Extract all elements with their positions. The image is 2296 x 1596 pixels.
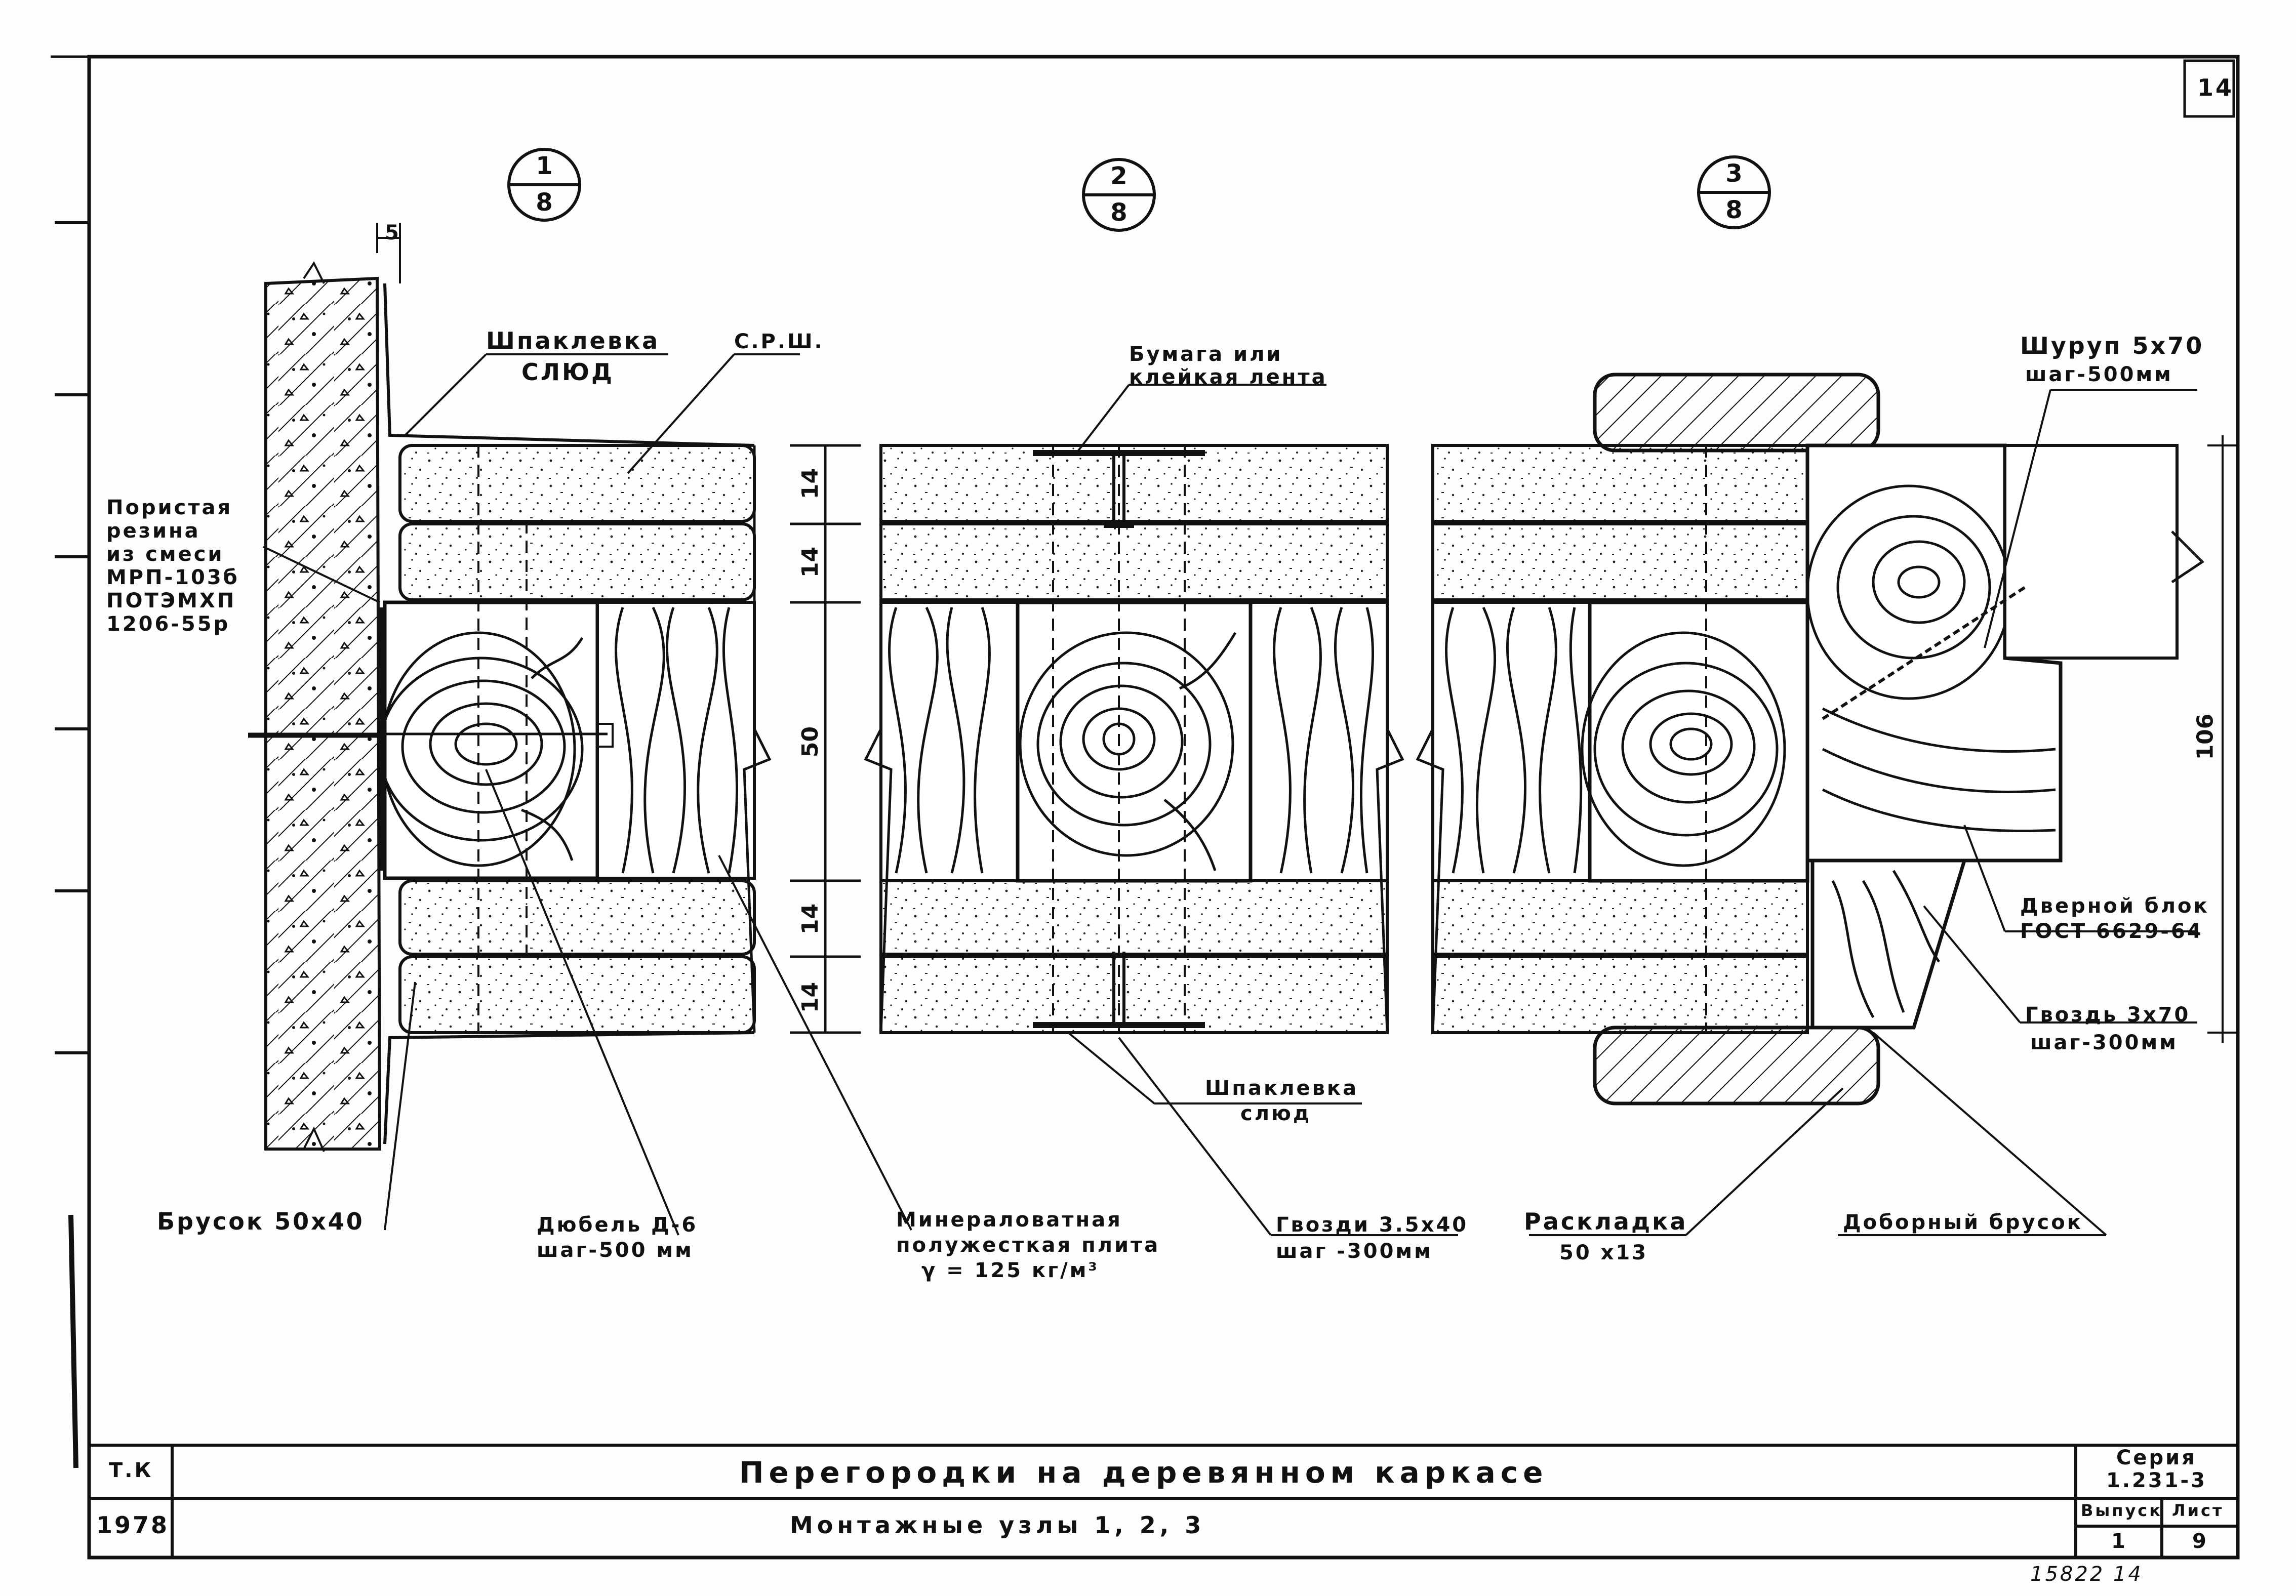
margin-ticks	[55, 221, 89, 1468]
rubber-line-6: 1206-55р	[106, 612, 230, 636]
label-nail: Гвоздь 3х70	[2025, 1003, 2191, 1027]
title-sub: Монтажные узлы 1, 2, 3	[790, 1511, 1205, 1539]
label-screw-step: шаг-500мм	[2025, 363, 2173, 386]
dimension-chain	[790, 444, 861, 1034]
title-main: Перегородки на деревянном каркасе	[739, 1455, 1548, 1490]
label-rubber: Пористая резина из смеси МРП-103б ПОТЭМХ…	[106, 496, 239, 636]
sheet-number: 14	[2197, 74, 2234, 101]
sheet-value: 9	[2192, 1530, 2208, 1553]
label-layout-size: 50 х13	[1559, 1241, 1648, 1264]
section-3-bottom: 8	[1725, 196, 1743, 224]
series-value: 1.231-3	[2106, 1469, 2207, 1492]
section-1-bottom: 8	[536, 188, 553, 217]
title-tk: Т.К	[109, 1459, 153, 1482]
title-block	[89, 1444, 2238, 1558]
section-2-bottom: 8	[1110, 198, 1127, 227]
label-putty-2: Шпаклевка	[1205, 1077, 1359, 1100]
sheet-frame	[51, 55, 2240, 1560]
section-circles	[507, 148, 1771, 232]
dim-layer-3: 50	[797, 726, 824, 758]
label-wool-density: γ = 125 кг/м³	[921, 1259, 1099, 1282]
label-screw: Шуруп 5х70	[2020, 332, 2204, 359]
rubber-line-5: ПОТЭМХП	[106, 589, 236, 612]
label-paper-b: клейкая лента	[1129, 365, 1327, 389]
node-3	[1416, 373, 2238, 1236]
rubber-line-1: Пористая	[106, 496, 233, 519]
label-doorbox: Дверной блок	[2020, 894, 2209, 918]
rubber-line-4: МРП-103б	[106, 566, 239, 589]
series-label: Серия	[2116, 1446, 2197, 1469]
stamp: 15822 14	[2030, 1563, 2143, 1586]
label-sprsh: С.Р.Ш.	[734, 330, 824, 353]
node-1	[248, 223, 912, 1236]
label-putty-2-b: слюд	[1240, 1102, 1312, 1125]
section-1-top: 1	[536, 152, 553, 180]
dim-layer-1: 14	[797, 468, 824, 500]
label-dowel: Дюбель Д-6	[537, 1213, 698, 1237]
title-year: 1978	[96, 1511, 170, 1539]
label-bar: Брусок 50х40	[157, 1208, 365, 1235]
section-2-top: 2	[1110, 162, 1127, 190]
label-doorbox-gost: ГОСТ 6629-64	[2020, 920, 2203, 943]
rubber-line-2: резина	[106, 519, 200, 543]
dim-layer-2: 14	[797, 546, 824, 578]
label-nail-step: шаг-300мм	[2030, 1031, 2178, 1054]
issue-label: Выпуск	[2081, 1501, 2162, 1520]
dim-layer-4: 14	[797, 903, 824, 935]
label-paper: Бумага или	[1129, 343, 1283, 366]
label-extra-bar: Доборный брусок	[1843, 1211, 2083, 1234]
node-2	[864, 384, 1458, 1236]
rubber-line-3: из смеси	[106, 543, 224, 566]
concrete-wall	[264, 276, 382, 1151]
sheet-label: Лист	[2172, 1501, 2224, 1520]
label-putty-1-b: СЛЮД	[521, 358, 614, 386]
label-dowel-step: шаг-500 мм	[537, 1239, 694, 1262]
dim-gap: 5	[385, 221, 401, 244]
issue-value: 1	[2111, 1530, 2127, 1553]
label-nails-step: шаг -300мм	[1276, 1240, 1433, 1263]
label-layout: Раскладка	[1524, 1208, 1688, 1235]
section-3-top: 3	[1725, 159, 1743, 188]
label-wool: Минераловатная	[896, 1208, 1122, 1232]
label-putty-1: Шпаклевка	[486, 327, 660, 354]
dim-total: 106	[2192, 713, 2219, 760]
dim-layer-5: 14	[797, 981, 824, 1013]
label-wool-b: полужесткая плита	[896, 1234, 1160, 1257]
label-nails: Гвозди 3.5х40	[1276, 1213, 1469, 1237]
